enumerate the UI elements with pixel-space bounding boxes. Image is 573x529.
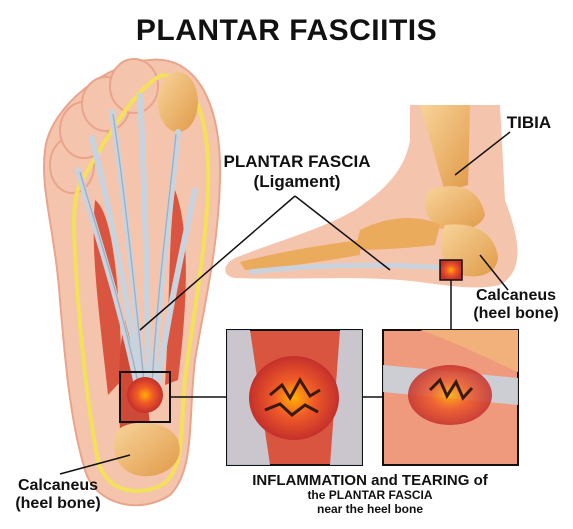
magnified-panel-right — [382, 329, 519, 466]
foot-side-view — [225, 105, 518, 288]
label-calcaneus-left-name: Calcaneus — [17, 477, 99, 494]
plantar-fascia-side — [249, 262, 451, 275]
calcaneus-bone-left — [114, 422, 180, 477]
label-heel-bone-right: (heel bone) — [473, 305, 559, 323]
inflammation-spot-left — [127, 377, 163, 413]
toe-2 — [109, 58, 159, 114]
label-inflammation-line1: INFLAMMATION and TEARING of — [252, 472, 488, 489]
label-plantar-fascia: PLANTAR FASCIA (Ligament) — [222, 152, 372, 191]
page-title: PLANTAR FASCIITIS — [135, 14, 438, 47]
plantar-fascia-fibres — [75, 93, 198, 403]
tibia-bone — [420, 105, 470, 192]
label-calcaneus-right-name: Calcaneus — [475, 287, 557, 304]
label-heel-bone-left: (heel bone) — [15, 495, 101, 513]
foot-sole-view — [43, 58, 222, 507]
label-plantar-fascia-title: PLANTAR FASCIA — [223, 152, 371, 171]
label-ligament: (Ligament) — [253, 171, 341, 191]
connector-lines — [59, 131, 511, 475]
label-calcaneus-right: Calcaneus (heel bone) — [462, 287, 570, 324]
label-inflammation-line2: the PLANTAR FASCIA — [307, 488, 433, 503]
label-calcaneus-left: Calcaneus (heel bone) — [2, 477, 114, 514]
big-toe-bone — [158, 72, 198, 132]
label-inflammation-line3: near the heel bone — [316, 502, 424, 517]
label-tibia: TIBIA — [506, 113, 552, 132]
zoom-box-right — [439, 259, 463, 281]
label-inflammation: INFLAMMATION and TEARING of the PLANTAR … — [225, 472, 515, 517]
magnified-panel-left — [226, 329, 363, 466]
